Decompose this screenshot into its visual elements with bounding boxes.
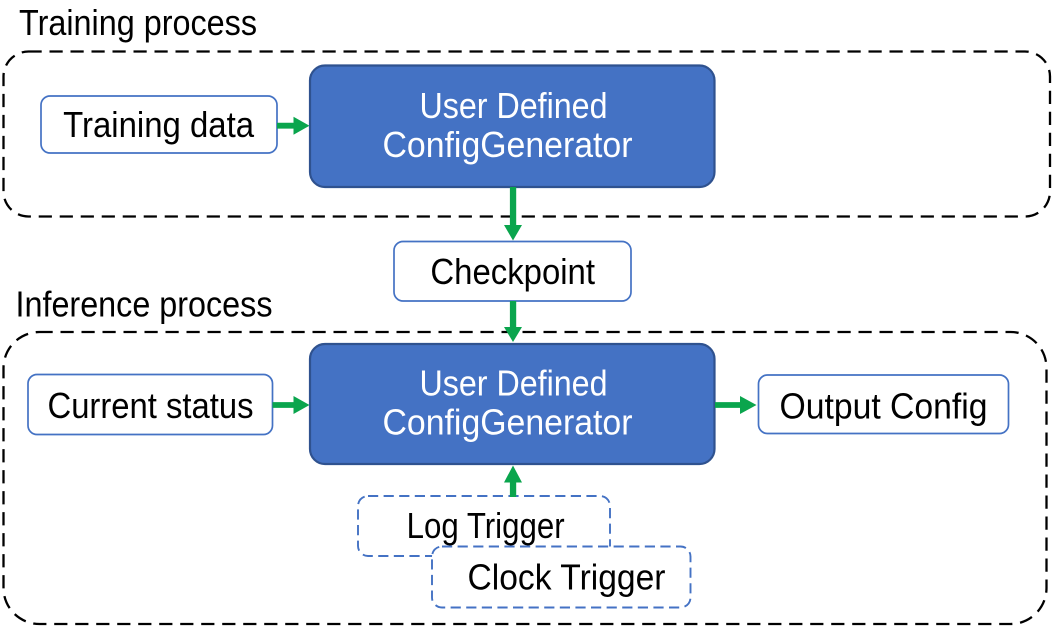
svg-text:Inference process: Inference process [16, 284, 273, 325]
svg-text:ConfigGenerator: ConfigGenerator [383, 401, 633, 442]
svg-text:ConfigGenerator: ConfigGenerator [383, 124, 633, 165]
svg-text:User Defined: User Defined [420, 363, 608, 404]
svg-text:Checkpoint: Checkpoint [430, 251, 595, 292]
svg-text:Training process: Training process [19, 2, 257, 43]
svg-text:Training data: Training data [63, 104, 255, 145]
svg-text:Clock Trigger: Clock Trigger [468, 557, 666, 598]
svg-text:Log Trigger: Log Trigger [407, 505, 565, 546]
svg-text:Output Config: Output Config [780, 386, 988, 427]
svg-text:Current status: Current status [48, 385, 254, 426]
svg-text:User Defined: User Defined [420, 85, 608, 126]
